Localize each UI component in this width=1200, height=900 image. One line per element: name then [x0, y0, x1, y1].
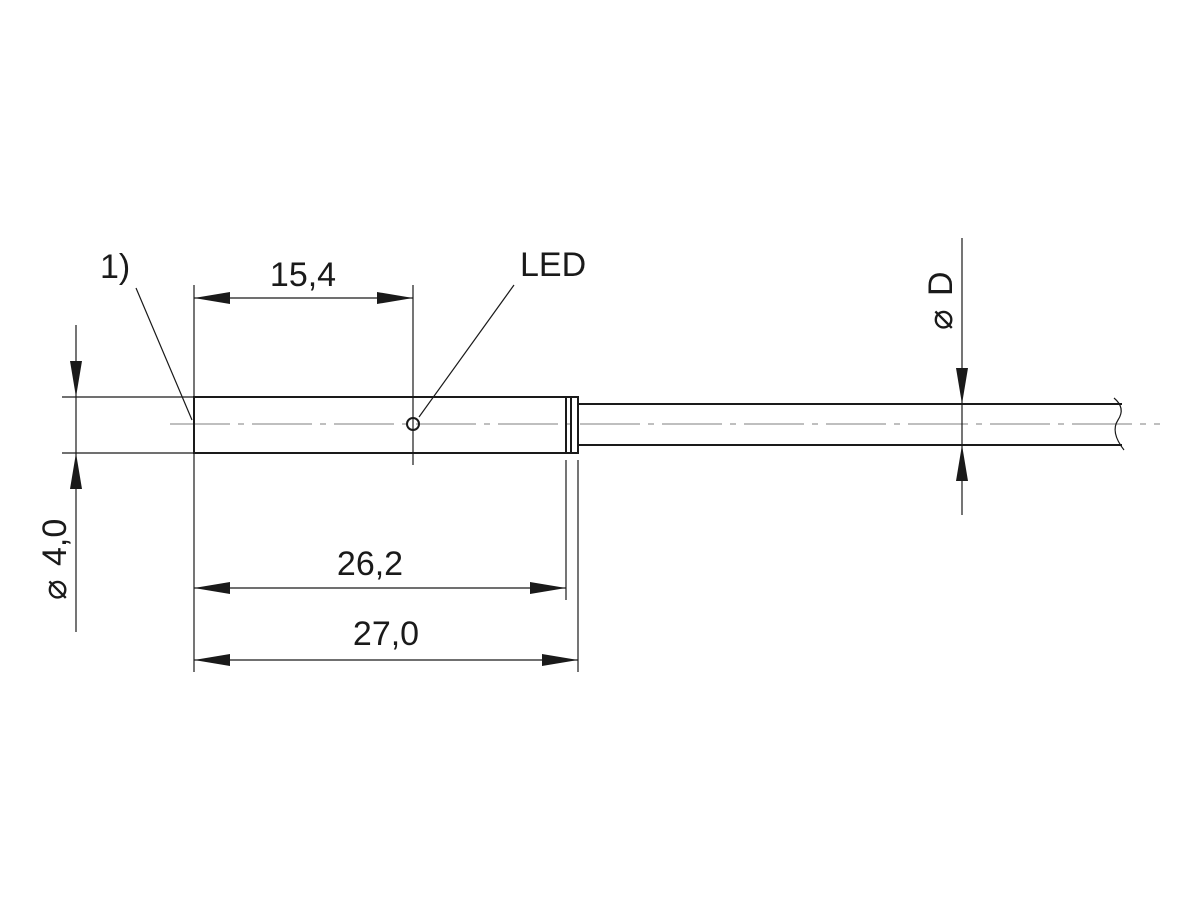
svg-text:⌀: ⌀ [36, 580, 74, 600]
dimension-label-27-0: 27,0 [353, 615, 419, 653]
dimension-label-housing-diameter: ⌀ 4,0 [36, 519, 74, 600]
dimension-label-cable-diameter: ⌀ D [922, 271, 960, 330]
svg-text:4,0: 4,0 [36, 519, 74, 566]
note-leader-line [135, 287, 193, 421]
svg-text:D: D [922, 271, 960, 296]
led-label: LED [520, 246, 586, 284]
dimension-housing-diameter [62, 325, 194, 632]
dimension-label-26-2: 26,2 [337, 545, 403, 583]
svg-text:⌀: ⌀ [922, 310, 960, 330]
dimension-27-0 [194, 460, 579, 672]
led-leader-line [418, 284, 515, 418]
dimension-cable-diameter [956, 238, 968, 515]
dimension-26-2 [193, 453, 567, 672]
note-marker-label: 1) [100, 248, 130, 286]
dimension-label-15-4: 15,4 [270, 256, 336, 294]
cable [578, 397, 1125, 451]
dimension-15-4 [193, 285, 414, 465]
sensor-housing [193, 396, 579, 454]
